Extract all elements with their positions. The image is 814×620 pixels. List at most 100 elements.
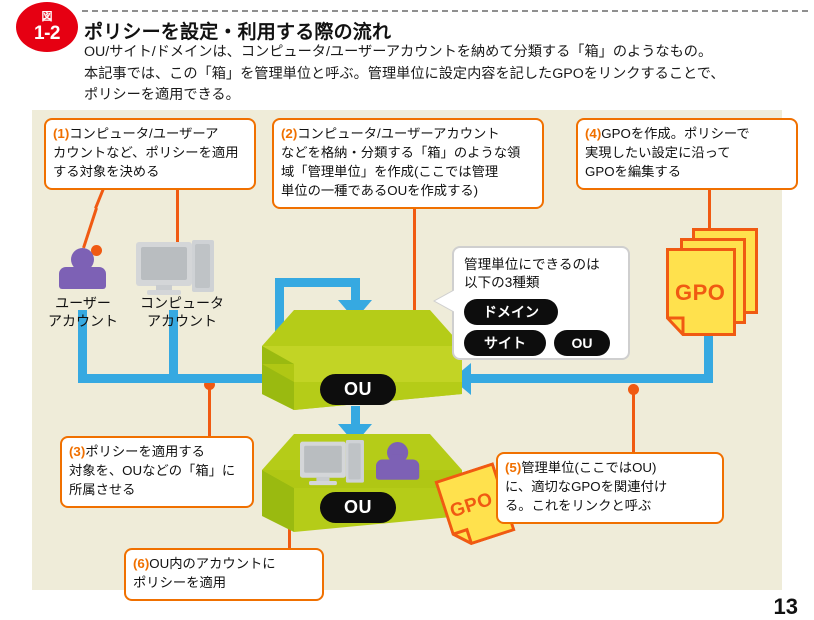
callout-6-line2: ポリシーを適用 (133, 574, 227, 590)
computer-account-label-line2: アカウント (147, 313, 217, 330)
flow-user-horizontal (78, 374, 213, 383)
computer-account-label: コンピュータ アカウント (126, 294, 238, 330)
leader-dot-3 (204, 379, 215, 390)
leader-dot-5 (628, 384, 639, 395)
flow-top-horizontal (275, 278, 360, 287)
flow-into-ou-vertical (351, 278, 360, 302)
callout-1: (1)コンピュータ/ユーザーア カウントなど、ポリシーを適用 する対象を決める (44, 118, 256, 190)
leader-line-4 (708, 186, 711, 248)
computer-icon-base (147, 290, 181, 295)
figure-badge: 図 1-2 (16, 2, 78, 52)
callout-1-marker: (1) (53, 126, 70, 141)
callout-2-text: コンピュータ/ユーザーアカウント (297, 126, 500, 141)
computer-icon-tower-panel (348, 443, 361, 480)
flow-ou-to-ou-vertical (351, 406, 360, 428)
callout-6-marker: (6) (133, 556, 150, 571)
callout-5-text: 管理単位(ここではOU) (521, 460, 657, 475)
callout-6-text: OU内のアカウントに (149, 556, 276, 571)
callout-2-line3: 域「管理単位」を作成(ここでは管理 (281, 163, 499, 179)
callout-4: (4)GPOを作成。ポリシーで 実現したい設定に沿って GPOを編集する (576, 118, 798, 190)
figure-description-line: ポリシーを適用できる。 (84, 87, 240, 104)
callout-4-line3: GPOを編集する (585, 163, 682, 179)
callout-3-marker: (3) (69, 444, 86, 459)
user-account-icon (59, 248, 106, 292)
figure-description-line: 本記事では、この「箱」を管理単位と呼ぶ。管理単位に設定内容を記したGPOをリンク… (84, 65, 725, 82)
callout-2-line2: などを格納・分類する「箱」のような領 (281, 144, 521, 160)
gpo-sheet-front: GPO (666, 248, 736, 336)
computer-account-label-line1: コンピュータ (140, 295, 224, 311)
callout-4-marker: (4) (585, 126, 602, 141)
flow-user-vertical (78, 310, 87, 382)
callout-3-line1: (3)ポリシーを適用する (69, 443, 245, 462)
callout-6-line1: (6)OU内のアカウントに (133, 555, 315, 574)
callout-5-marker: (5) (505, 460, 522, 475)
callout-2: (2)コンピュータ/ユーザーアカウント などを格納・分類する「箱」のような領 域… (272, 118, 544, 209)
callout-1-line2: カウントなど、ポリシーを適用 (53, 144, 239, 160)
management-unit-type-site: サイト (464, 329, 546, 356)
computer-icon-base (309, 481, 337, 486)
gpo-stack: GPO (664, 228, 768, 336)
callout-2-marker: (2) (281, 126, 298, 141)
leader-dot-1 (91, 245, 102, 256)
callout-4-text: GPOを作成。ポリシーで (601, 126, 750, 141)
flow-computer-vertical (169, 310, 178, 382)
bubble-text-line2: 以下の3種類 (464, 275, 540, 291)
linked-gpo-shape (434, 462, 516, 546)
callout-4-line1: (4)GPOを作成。ポリシーで (585, 125, 789, 144)
bubble-tail (435, 290, 455, 312)
bottom-ou-pill: OU (320, 492, 396, 523)
figure-description-line: OU/サイト/ドメインは、コンピュータ/ユーザーアカウントを納めて分類する「箱」… (84, 44, 713, 60)
figure-title: ポリシーを設定・利用する際の流れ (84, 22, 392, 43)
callout-5: (5)管理単位(ここではOU) に、適切なGPOを関連付け る。これをリンクと呼… (496, 452, 724, 524)
callout-3: (3)ポリシーを適用する 対象を、OUなどの「箱」に 所属させる (60, 436, 254, 508)
linked-gpo-note: GPO (434, 462, 516, 550)
callout-2-line4: 単位の一種であるOUを作成する) (281, 182, 479, 198)
bottom-ou-container: OU (258, 428, 462, 540)
callout-6: (6)OU内のアカウントに ポリシーを適用 (124, 548, 324, 601)
leader-line-3 (208, 382, 211, 438)
user-account-label-line1: ユーザー (55, 295, 111, 311)
gpo-sheet-front-shape (666, 248, 736, 336)
callout-5-line2: に、適切なGPOを関連付け (505, 478, 668, 494)
bottom-ou-user-icon (376, 442, 420, 482)
figure-badge-kanji: 図 (41, 10, 53, 23)
computer-icon-stand (316, 476, 330, 483)
computer-account-icon (136, 240, 214, 296)
callout-4-line2: 実現したい設定に沿って (585, 144, 731, 160)
callout-2-line1: (2)コンピュータ/ユーザーアカウント (281, 125, 535, 144)
leader-line-2-ou (413, 196, 416, 318)
callout-1-line3: する対象を決める (53, 163, 160, 179)
flow-gpo-horizontal (470, 374, 713, 383)
figure-badge-number: 1-2 (34, 22, 60, 44)
figure-description: OU/サイト/ドメインは、コンピュータ/ユーザーアカウントを納めて分類する「箱」… (84, 42, 800, 107)
bottom-ou-computer-icon (300, 440, 364, 486)
callout-5-line1: (5)管理単位(ここではOU) (505, 459, 715, 478)
flow-merged-horizontal (169, 374, 284, 383)
leader-line-2 (176, 186, 179, 246)
user-icon-body (59, 267, 106, 289)
page-number: 13 (773, 594, 798, 619)
gpo-stack-label: GPO (675, 280, 726, 305)
callout-5-line3: る。これをリンクと呼ぶ (505, 497, 652, 513)
computer-icon-stand (156, 285, 172, 292)
leader-line-5 (632, 388, 635, 456)
callout-3-line3: 所属させる (69, 481, 136, 497)
callout-1-line1: (1)コンピュータ/ユーザーア (53, 125, 247, 144)
management-unit-type-ou: OU (554, 329, 610, 356)
computer-icon-screen (141, 247, 187, 280)
user-icon-body (376, 459, 420, 480)
top-ou-pill: OU (320, 374, 396, 405)
computer-icon-tower-panel (195, 244, 210, 288)
header-divider (82, 10, 808, 12)
callout-3-text: ポリシーを適用する (85, 444, 205, 459)
bubble-text-line1: 管理単位にできるのは (464, 257, 600, 272)
user-account-label-line2: アカウント (48, 313, 118, 330)
management-unit-bubble: 管理単位にできるのは 以下の3種類 ドメイン サイト OU (435, 246, 630, 360)
flow-gpo-vertical (704, 330, 713, 382)
user-account-label: ユーザー アカウント (32, 294, 134, 330)
top-ou-container: OU (258, 302, 462, 414)
callout-1-text: コンピュータ/ユーザーア (69, 126, 219, 141)
computer-icon-screen (304, 445, 342, 473)
management-unit-type-domain: ドメイン (464, 298, 558, 325)
